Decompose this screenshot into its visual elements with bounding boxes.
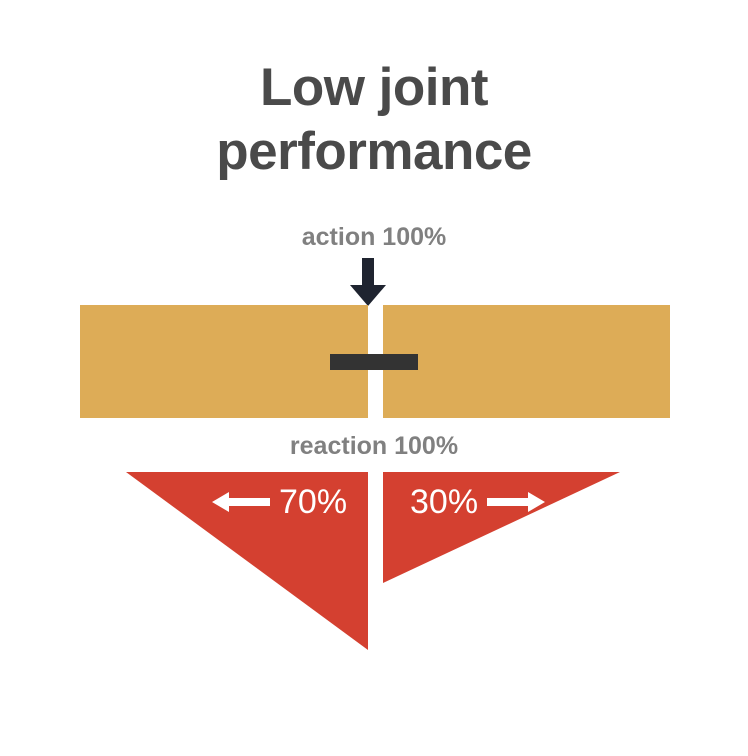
left-reaction-annotation: 70%: [212, 483, 347, 521]
joint-weld-bar: [330, 354, 418, 370]
left-plate: [80, 305, 368, 418]
page-title: Low joint performance: [0, 56, 748, 184]
left-reaction-value: 70%: [279, 483, 348, 521]
right-plate: [383, 305, 670, 418]
reaction-label: reaction 100%: [289, 432, 459, 460]
title-line-2: performance: [216, 122, 532, 181]
arrow-left-icon: [212, 492, 270, 512]
arrow-right-icon: [487, 492, 546, 512]
title-line-1: Low joint: [259, 58, 489, 117]
right-reaction-value: 30%: [410, 483, 479, 521]
arrow-down-icon: [348, 258, 388, 308]
right-reaction-annotation: 30%: [410, 483, 546, 521]
action-label: action 100%: [301, 223, 447, 251]
